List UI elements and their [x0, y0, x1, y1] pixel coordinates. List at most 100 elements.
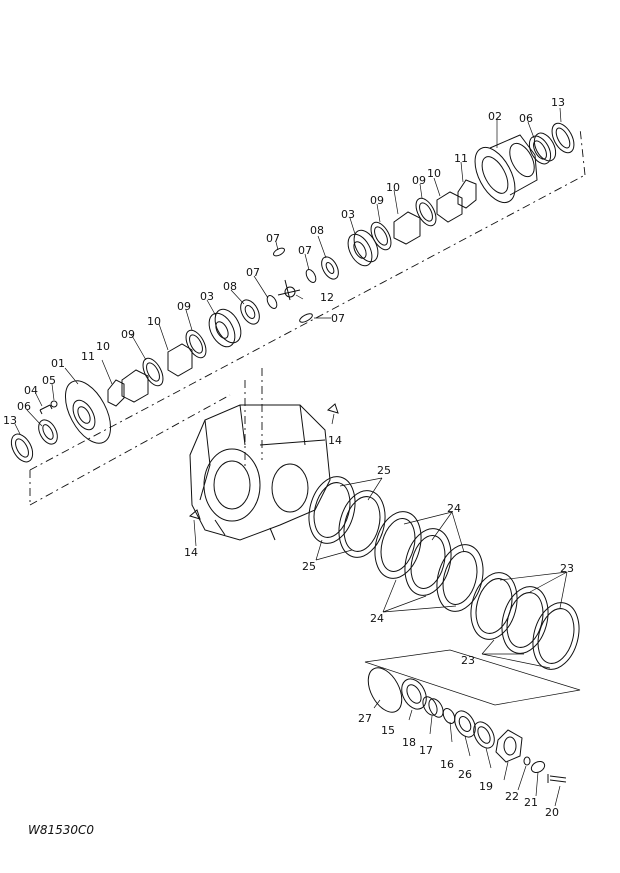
stud-14-upper — [326, 403, 339, 414]
plate-11-left — [107, 379, 125, 407]
washer-07-mid — [305, 269, 317, 283]
gear-03-left — [208, 308, 242, 348]
label-09-d: 09 — [121, 328, 135, 341]
seal-13-right — [551, 122, 575, 154]
label-26: 26 — [458, 768, 472, 781]
label-21: 21 — [524, 796, 538, 809]
label-09-b: 09 — [370, 194, 384, 207]
disc-09-a — [415, 197, 437, 227]
washer-21 — [530, 760, 546, 774]
label-10-b: 10 — [386, 181, 400, 194]
label-12: 12 — [320, 291, 334, 304]
o-ring-22 — [523, 756, 531, 766]
label-03-right: 03 — [341, 208, 355, 221]
disc-09-d — [142, 357, 164, 387]
label-23-bottom: 23 — [461, 654, 475, 667]
disc-24-c — [436, 544, 484, 612]
plate-25-a — [308, 476, 356, 544]
label-14-lower: 14 — [184, 546, 198, 559]
plate-10-c — [167, 343, 193, 377]
label-25-bottom: 25 — [302, 560, 316, 573]
leader-23 — [481, 571, 568, 669]
lower-group-frame — [364, 649, 581, 706]
label-17: 17 — [419, 744, 433, 757]
label-05: 05 — [42, 374, 56, 387]
spacer-18 — [422, 696, 444, 718]
label-08-right: 08 — [310, 224, 324, 237]
plate-10-d — [121, 369, 149, 403]
label-09-a: 09 — [412, 174, 426, 187]
bolt-20 — [547, 774, 567, 783]
label-25-top: 25 — [377, 464, 391, 477]
washer-07-bottom — [299, 313, 313, 323]
gear-08-right — [321, 256, 339, 280]
label-08-left: 08 — [223, 280, 237, 293]
label-10-c: 10 — [147, 315, 161, 328]
o-ring-27 — [367, 667, 403, 713]
label-14-upper: 14 — [328, 434, 342, 447]
gear-03-right — [347, 229, 379, 267]
label-03-left: 03 — [200, 290, 214, 303]
label-18: 18 — [402, 736, 416, 749]
plate-23-a — [470, 572, 518, 640]
leader-lines — [14, 107, 562, 807]
label-06-right: 06 — [519, 112, 533, 125]
plate-23-b — [501, 586, 549, 654]
label-10-d: 10 — [96, 340, 110, 353]
washer-07-top — [273, 247, 285, 257]
label-11-left: 11 — [81, 350, 95, 363]
carrier-01 — [64, 380, 112, 444]
label-24-bottom: 24 — [370, 612, 384, 625]
label-07-left: 07 — [246, 266, 260, 279]
axle-housing — [189, 404, 331, 541]
plate-10-b — [393, 211, 421, 245]
stud-14-lower — [188, 509, 201, 520]
label-10-a: 10 — [427, 167, 441, 180]
yoke-19 — [495, 729, 523, 763]
label-13-right: 13 — [551, 96, 565, 109]
bearing-16 — [454, 710, 476, 738]
bearing-06-left — [38, 419, 58, 445]
disc-09-c — [185, 329, 207, 359]
drawing-code: W81530C0 — [28, 823, 94, 837]
label-09-c: 09 — [177, 300, 191, 313]
washer-07-left — [266, 295, 278, 309]
ring-17 — [442, 708, 456, 724]
label-16: 16 — [440, 758, 454, 771]
seal-26 — [473, 721, 495, 749]
bearing-15 — [401, 678, 427, 710]
seal-13-left — [10, 433, 34, 463]
spider-12 — [277, 279, 301, 301]
label-02: 02 — [488, 110, 502, 123]
label-07-bottom: 07 — [331, 312, 345, 325]
label-01: 01 — [51, 357, 65, 370]
label-13-left: 13 — [3, 414, 17, 427]
label-27: 27 — [358, 712, 372, 725]
label-22: 22 — [505, 790, 519, 803]
plate-10-a — [436, 191, 463, 223]
label-15: 15 — [381, 724, 395, 737]
part-labels: 13 02 06 11 10 09 10 09 03 08 07 07 07 1… — [3, 96, 574, 819]
carrier-02 — [474, 134, 538, 204]
bearing-06-right — [528, 132, 557, 165]
label-19: 19 — [479, 780, 493, 793]
plate-23-c — [532, 602, 580, 670]
label-07-mid: 07 — [298, 244, 312, 257]
label-11-right: 11 — [454, 152, 468, 165]
disc-24-a — [374, 511, 422, 579]
label-04: 04 — [24, 384, 38, 397]
label-07-top: 07 — [266, 232, 280, 245]
nut-05 — [50, 400, 58, 408]
assembly-axis-upper — [29, 127, 586, 506]
label-23-top: 23 — [560, 562, 574, 575]
leader-25 — [315, 477, 383, 561]
bolt-04 — [39, 404, 53, 415]
disc-24-b — [404, 528, 452, 596]
label-06-left: 06 — [17, 400, 31, 413]
plate-25-b — [338, 490, 386, 558]
plate-11-right — [457, 179, 477, 209]
label-20: 20 — [545, 806, 559, 819]
leader-24 — [382, 511, 465, 613]
gear-08-left — [240, 299, 260, 325]
